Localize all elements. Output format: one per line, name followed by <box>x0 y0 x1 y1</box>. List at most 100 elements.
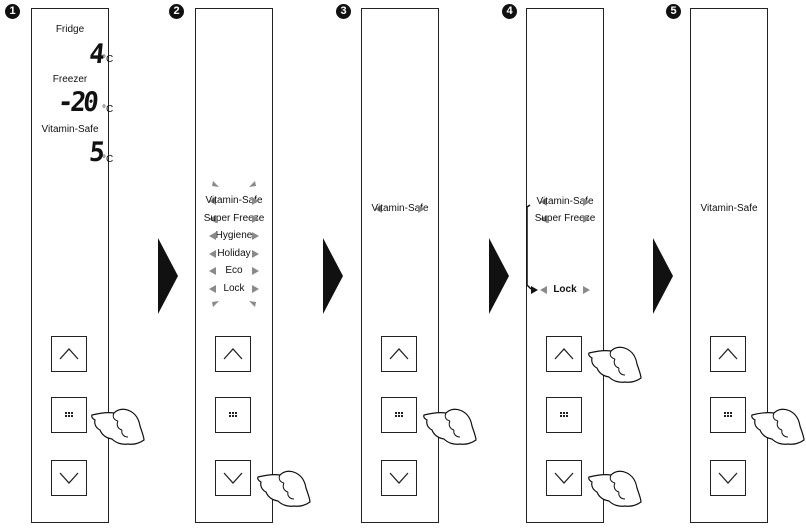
left-arrow-icon <box>540 198 547 206</box>
mode-menu-item-label: Hygiene <box>215 230 253 241</box>
menu-item-label: Lock <box>553 284 577 295</box>
right-arrow-icon <box>252 232 259 240</box>
menu-item-label: Vitamin-Safe <box>536 196 594 207</box>
left-arrow-icon <box>209 267 216 275</box>
mode-menu-item-label: Eco <box>225 265 243 276</box>
cycle-bracket-icon <box>526 204 538 294</box>
mode-menu-item-label: Super Freeze <box>203 212 265 224</box>
mode-menu-item-label: Vitamin-Safe <box>205 195 263 206</box>
menu-row-vitamin-safe: Vitamin-Safe <box>527 195 603 209</box>
up-button[interactable] <box>710 336 746 372</box>
freezer-label: Freezer <box>52 74 88 85</box>
menu-row-super-freeze: Super Freeze <box>527 212 603 226</box>
control-panel-1: Fridge 4 °C Freezer -20 °C Vitamin-Safe … <box>31 8 113 523</box>
grid-icon <box>560 412 568 417</box>
menu-button[interactable] <box>710 397 746 433</box>
down-button[interactable] <box>51 460 87 496</box>
menu-button[interactable] <box>215 397 251 433</box>
mode-menu-item: Lock <box>196 282 272 296</box>
pointing-hand-icon <box>257 470 311 507</box>
menu-button[interactable] <box>381 397 417 433</box>
left-arrow-icon <box>540 215 547 223</box>
grid-icon <box>724 412 732 417</box>
mode-menu-item: Hygiene <box>196 229 272 243</box>
chevron-down-icon <box>718 472 738 484</box>
mode-menu-item-label: Holiday <box>217 247 251 259</box>
left-arrow-icon <box>209 249 216 258</box>
pointing-hand-icon <box>588 346 642 383</box>
left-arrow-icon <box>375 205 382 213</box>
down-button[interactable] <box>546 460 582 496</box>
right-arrow-icon <box>583 215 590 223</box>
grid-icon <box>395 412 403 417</box>
chevron-down-icon <box>59 472 79 484</box>
selected-mode-row: Vitamin-Safe <box>362 202 438 216</box>
vitamin-safe-temperature: 5 <box>87 137 104 168</box>
chevron-down-icon <box>223 472 243 484</box>
fridge-unit: °C <box>102 54 114 65</box>
step-badge-3: 3 <box>336 4 351 19</box>
step-badge-5: 5 <box>666 4 681 19</box>
chevron-down-icon <box>389 472 409 484</box>
right-arrow-icon <box>252 249 259 258</box>
left-arrow-icon <box>209 284 216 293</box>
step-arrow-3 <box>489 238 509 314</box>
step-arrow-2 <box>323 238 343 314</box>
up-button[interactable] <box>215 336 251 372</box>
up-button[interactable] <box>381 336 417 372</box>
mode-menu-item: Vitamin-Safe <box>196 194 272 208</box>
freezer-unit: °C <box>102 104 114 115</box>
mode-menu-item: Super Freeze <box>196 212 272 226</box>
pointing-hand-icon <box>423 408 477 445</box>
step-badge-4: 4 <box>502 4 517 19</box>
right-arrow-icon <box>252 284 259 293</box>
pointing-hand-icon <box>91 408 145 445</box>
down-button[interactable] <box>710 460 746 496</box>
left-arrow-icon <box>209 197 216 205</box>
chevron-up-icon <box>718 348 738 360</box>
menu-row-lock: Lock <box>527 283 603 297</box>
right-arrow-icon <box>583 286 590 294</box>
up-button[interactable] <box>51 336 87 372</box>
pointing-hand-icon <box>588 470 642 507</box>
right-arrow-icon <box>252 214 259 223</box>
mode-menu-item-label: Lock <box>223 282 245 294</box>
menu-item-label: Super Freeze <box>534 213 596 224</box>
left-arrow-icon <box>209 214 216 223</box>
step-badge-1: 1 <box>5 4 20 19</box>
left-arrow-icon <box>209 232 216 240</box>
chevron-up-icon <box>59 348 79 360</box>
fridge-label: Fridge <box>55 24 85 35</box>
freezer-temperature: -20 <box>56 87 98 118</box>
step-arrow-1 <box>158 238 178 314</box>
chevron-up-icon <box>389 348 409 360</box>
step-badge-2: 2 <box>169 4 184 19</box>
down-button[interactable] <box>215 460 251 496</box>
selected-mode-label: Vitamin-Safe <box>371 203 429 214</box>
up-button[interactable] <box>546 336 582 372</box>
fridge-temperature: 4 <box>87 39 104 70</box>
mode-menu-item: Holiday <box>196 247 272 261</box>
chevron-down-icon <box>554 472 574 484</box>
right-arrow-icon <box>252 267 259 275</box>
chevron-up-icon <box>554 348 574 360</box>
right-arrow-icon <box>418 205 425 213</box>
control-panel-5: Vitamin-Safe <box>690 8 768 523</box>
mode-menu-item: Eco <box>196 264 272 278</box>
right-arrow-icon <box>252 197 259 205</box>
blink-indicator-icon <box>212 301 256 307</box>
right-arrow-icon <box>583 198 590 206</box>
down-button[interactable] <box>381 460 417 496</box>
chevron-up-icon <box>223 348 243 360</box>
control-panel-4: Vitamin-Safe Super Freeze Lock <box>526 8 604 523</box>
grid-icon <box>65 412 73 417</box>
vitamin-safe-label: Vitamin-Safe <box>41 124 99 135</box>
menu-button[interactable] <box>546 397 582 433</box>
pointing-hand-icon <box>751 408 805 445</box>
selected-mode-label: Vitamin-Safe <box>700 203 758 214</box>
vitamin-safe-unit: °C <box>102 154 114 165</box>
menu-button[interactable] <box>51 397 87 433</box>
left-arrow-icon <box>540 286 547 294</box>
